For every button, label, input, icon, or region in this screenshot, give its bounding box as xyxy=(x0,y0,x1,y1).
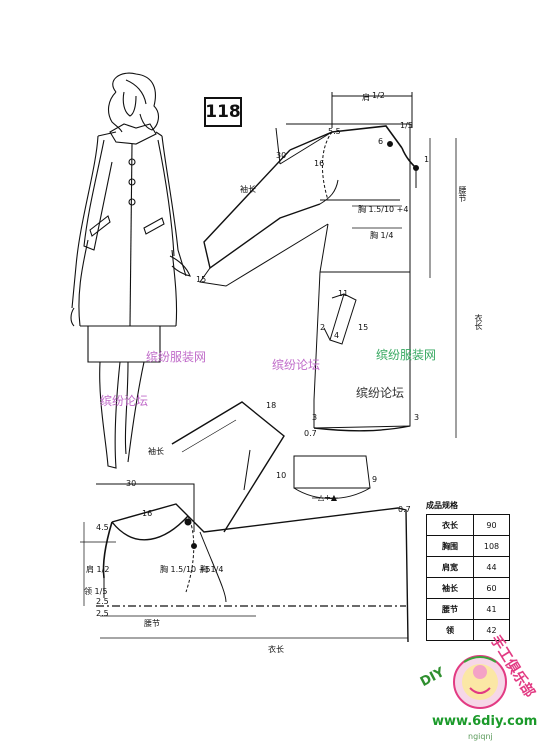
watermark-2: 缤纷论坛 xyxy=(272,358,321,372)
label-1: 1 xyxy=(424,155,430,164)
spec-value: 60 xyxy=(473,577,510,599)
label-4-5: 4.5 xyxy=(96,523,109,532)
site-subtext: ngiqnj xyxy=(468,732,493,741)
label-9: 9 xyxy=(372,475,378,484)
label-16-bottom: 16 xyxy=(142,509,153,518)
label-half: 1/2 xyxy=(372,91,385,100)
label-chest-quarter-bottom: 胸 1/4 xyxy=(200,565,224,574)
label-waist-vertical: 腰节 xyxy=(458,186,467,202)
spec-key: 衣长 xyxy=(426,514,474,536)
label-0-7: 0.7 xyxy=(304,429,317,438)
label-chest-formula-bottom: 胸 1.5/10 +5 xyxy=(160,565,211,574)
label-chest-formula: 胸 1.5/10 +4 xyxy=(358,205,409,214)
label-6: 6 xyxy=(378,137,384,146)
label-waist-horizontal: 腰节 xyxy=(144,619,160,628)
label-collar: 领 1/5 xyxy=(84,587,108,596)
label-16-top: 16 xyxy=(314,159,325,168)
label-coat-length-horizontal: 衣长 xyxy=(268,645,284,654)
label-2-5a: 2.5 xyxy=(96,597,109,606)
spec-value: 108 xyxy=(473,535,510,557)
spec-key: 袖长 xyxy=(426,577,474,599)
logo-mascot-icon xyxy=(453,655,507,709)
watermark-3: 缤纷服装网 xyxy=(376,348,437,362)
spec-value: 90 xyxy=(473,514,510,536)
label-0-7-bottom: 0.7 xyxy=(398,505,411,514)
back-pattern-diagram xyxy=(80,401,409,642)
spec-value: 41 xyxy=(473,598,510,620)
label-3a: 3 xyxy=(312,413,318,422)
label-chest-quarter: 胸 1/4 xyxy=(370,231,394,240)
spec-key: 胸围 xyxy=(426,535,474,557)
label-shoulder-half-bottom: 肩 1/2 xyxy=(86,565,110,574)
fashion-illustration xyxy=(70,72,191,469)
spec-value: 44 xyxy=(473,556,510,578)
label-sleeve-length-2: 袖长 xyxy=(148,447,164,456)
label-triangle: △+▲ xyxy=(318,493,338,502)
label-sleeve-length: 袖长 xyxy=(240,185,256,194)
spec-value: 42 xyxy=(473,619,510,641)
label-11: 11 xyxy=(338,289,349,298)
label-18: 18 xyxy=(266,401,277,410)
label-one-fifth: 1/5 xyxy=(400,121,413,130)
spec-key: 肩宽 xyxy=(426,556,474,578)
label-30-bottom: 30 xyxy=(126,479,137,488)
diy-club-logo: DIY 手工俱乐部 xyxy=(418,612,537,732)
label-15-pocket: 15 xyxy=(358,323,369,332)
label-4: 4 xyxy=(334,331,340,340)
label-shoulder: 肩 xyxy=(362,93,370,102)
label-15-sleeve: 15 xyxy=(196,275,207,284)
label-5-5: 5.5 xyxy=(328,127,341,136)
watermark-5: 缤纷论坛 xyxy=(356,386,405,400)
site-url: www.6diy.com xyxy=(432,714,538,729)
pattern-number: 118 xyxy=(204,97,242,127)
label-2: 2 xyxy=(320,323,326,332)
label-3b: 3 xyxy=(414,413,420,422)
front-pattern-diagram xyxy=(199,92,457,438)
label-10: 10 xyxy=(276,471,287,480)
label-coat-length-vertical: 衣长 xyxy=(474,314,483,330)
label-2-5b: 2.5 xyxy=(96,609,109,618)
label-30-top: 30 xyxy=(276,151,287,160)
watermark-1: 缤纷服装网 xyxy=(146,350,207,364)
watermark-4: 缤纷论坛 xyxy=(100,394,149,408)
spec-title: 成品规格 xyxy=(426,501,458,510)
